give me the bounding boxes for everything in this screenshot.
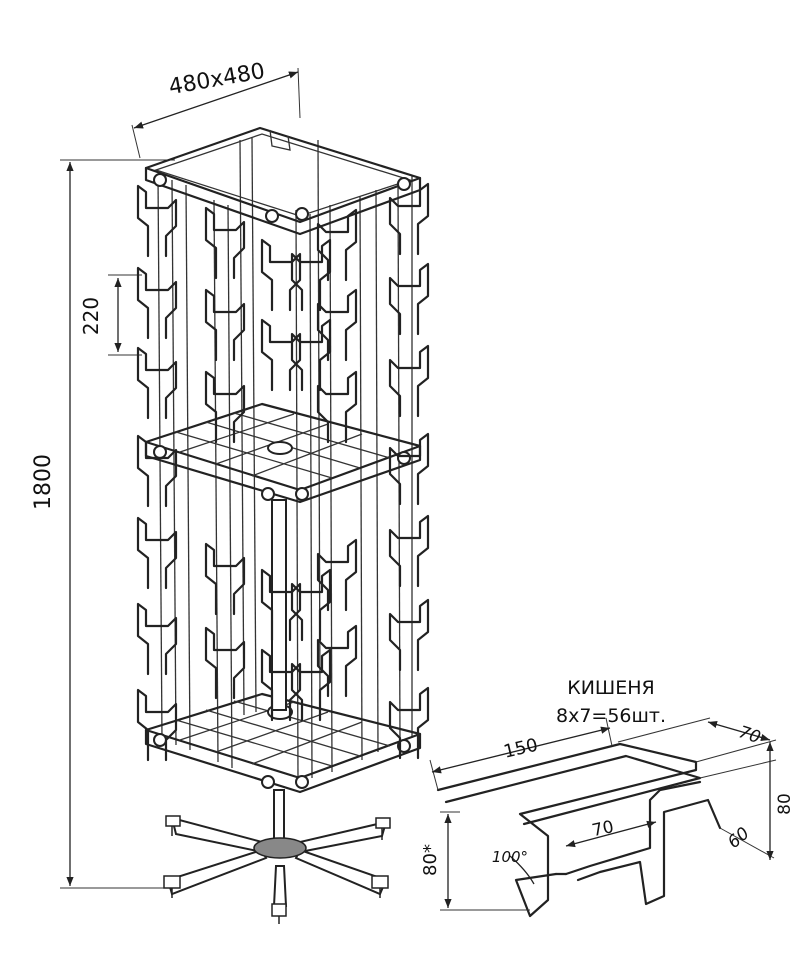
height-dimension: 1800 <box>31 159 175 889</box>
pocket-count-label: 8x7=56шт. <box>556 705 666 727</box>
top-frame <box>144 126 422 236</box>
shelf-spacing-label: 220 <box>79 297 103 335</box>
stand-base <box>163 815 391 924</box>
pocket-lip-label: 60 <box>724 824 753 853</box>
stand-tower <box>136 126 430 851</box>
pocket-detail: КИШЕНЯ 8x7=56шт. 150 70 80 60 7 <box>420 677 795 918</box>
pocket-length-label: 150 <box>502 735 540 763</box>
pocket-front-height-label: 80* <box>420 844 441 876</box>
pocket-title: КИШЕНЯ <box>567 677 655 699</box>
shelf-spacing-dimension: 220 <box>79 274 142 356</box>
pocket-height-label: 80 <box>775 793 795 815</box>
central-pole <box>271 499 287 851</box>
pocket-angle-label: 100° <box>492 848 528 866</box>
bottom-frame <box>144 692 422 794</box>
height-label: 1800 <box>31 454 56 510</box>
top-size-label: 480x480 <box>167 59 267 100</box>
pocket-inner-width-label: 70 <box>590 817 615 841</box>
